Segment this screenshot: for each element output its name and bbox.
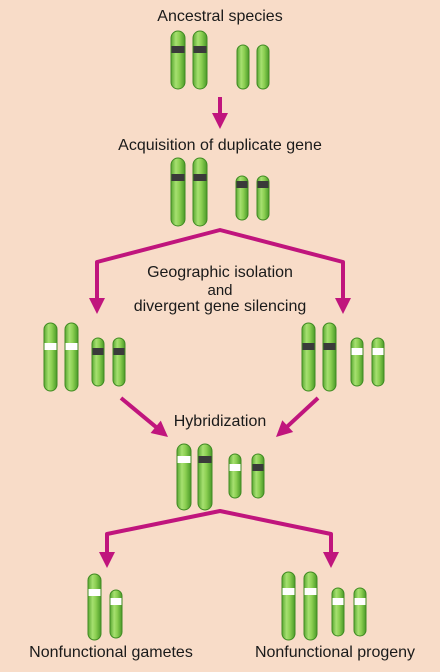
active-gene-band: [302, 343, 315, 350]
arrow-left-to-hybrid-shaft: [119, 396, 161, 431]
silenced-gene-band: [304, 588, 317, 595]
arrows-layer: [89, 97, 351, 568]
silenced-gene-band: [282, 588, 295, 595]
silenced-gene-band: [354, 598, 366, 605]
label-nonfunctional-gametes: Nonfunctional gametes: [29, 644, 193, 661]
chromosome-hybrid-large-1: [176, 443, 192, 511]
chromosome-ancestral-small-1: [236, 44, 250, 90]
active-gene-band: [171, 174, 185, 181]
label-and: and: [207, 282, 233, 299]
chromosome-left-small-1: [91, 337, 105, 387]
silenced-gene-band: [229, 464, 241, 471]
chromosome-left-large-1: [43, 322, 58, 392]
chromosome-ancestral-large-2: [192, 30, 208, 90]
arrow-right-to-hybrid-head: [276, 420, 294, 437]
arrow-left-to-hybrid-head: [150, 420, 168, 437]
chromosome-gamete-small: [109, 589, 123, 639]
chromosome-left-small-2: [112, 337, 126, 387]
label-ancestral-species: Ancestral species: [157, 8, 283, 25]
chromosome-progeny-large-2: [303, 571, 318, 641]
active-gene-band: [257, 181, 269, 188]
label-geographic-isolation: Geographic isolation: [147, 264, 293, 281]
silenced-gene-band: [332, 598, 344, 605]
chromosomes-layer: [43, 30, 385, 641]
arrow-split-shaft: [95, 228, 345, 300]
arrow-to-progeny-head: [323, 552, 339, 568]
chromosome-duplicate-large-1: [170, 157, 186, 227]
active-gene-band: [193, 174, 207, 181]
active-gene-band: [92, 348, 104, 355]
active-gene-band: [193, 46, 207, 53]
arrow-right-to-hybrid-shaft: [283, 396, 320, 431]
silenced-gene-band: [44, 343, 57, 350]
arrow-outcome-shaft: [105, 509, 333, 556]
chromosome-gamete-large: [87, 573, 102, 641]
chromosome-hybrid-large-2: [197, 443, 213, 511]
arrow-split-left-head: [89, 298, 105, 314]
silenced-gene-band: [65, 343, 78, 350]
chromosome-duplicate-small-2: [256, 175, 270, 221]
chromosome-duplicate-small-1: [235, 175, 249, 221]
label-nonfunctional-progeny: Nonfunctional progeny: [254, 644, 416, 661]
chromosome-left-large-2: [64, 322, 79, 392]
active-gene-band: [236, 181, 248, 188]
arrow-split-right-head: [335, 298, 351, 314]
silenced-gene-band: [351, 348, 363, 355]
chromosome-ancestral-large-1: [170, 30, 186, 90]
chromosome-right-small-1: [350, 337, 364, 387]
silenced-gene-band: [372, 348, 384, 355]
active-gene-band: [323, 343, 336, 350]
active-gene-band: [113, 348, 125, 355]
arrow-ancestral-to-duplicate-head: [212, 113, 228, 129]
active-gene-band: [171, 46, 185, 53]
active-gene-band: [252, 464, 264, 471]
silenced-gene-band: [88, 589, 101, 596]
chromosome-hybrid-small-1: [228, 453, 242, 499]
chromosome-progeny-small-1: [331, 587, 345, 637]
chromosome-hybrid-small-2: [251, 453, 265, 499]
active-gene-band: [198, 456, 212, 463]
label-divergent-silencing: divergent gene silencing: [133, 298, 307, 315]
chromosome-progeny-large-1: [281, 571, 296, 641]
silenced-gene-band: [110, 598, 122, 605]
chromosome-duplicate-large-2: [192, 157, 208, 227]
chromosome-progeny-small-2: [353, 587, 367, 637]
label-duplicate-gene: Acquisition of duplicate gene: [118, 137, 322, 154]
arrow-to-gametes-head: [99, 552, 115, 568]
label-hybridization: Hybridization: [173, 413, 267, 430]
chromosome-right-large-1: [301, 322, 316, 392]
silenced-gene-band: [177, 456, 191, 463]
chromosome-ancestral-small-2: [256, 44, 270, 90]
chromosome-right-small-2: [371, 337, 385, 387]
chromosome-right-large-2: [322, 322, 337, 392]
